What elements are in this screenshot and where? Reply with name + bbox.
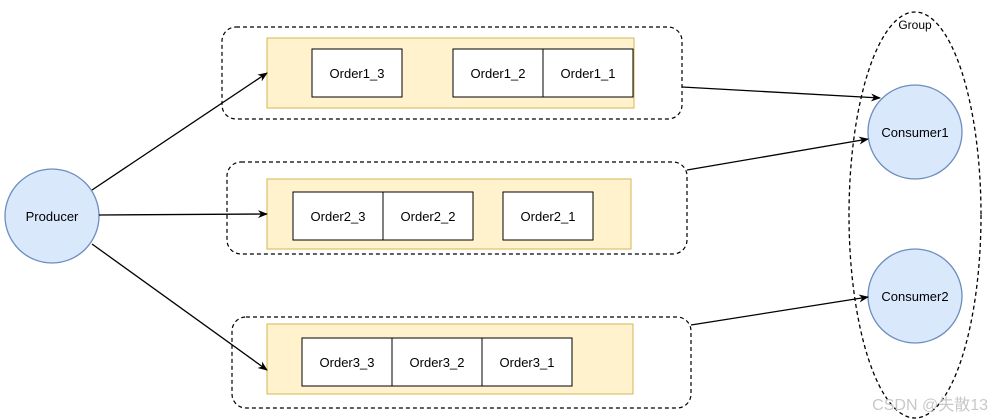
arrow-producer-to-queue-1 [91,72,268,191]
message-label: Order3_3 [320,355,375,370]
message-box [502,191,594,241]
arrow-queue-2-to-consumer-1 [686,136,869,171]
consumer-1-label: Consumer1 [881,125,948,140]
message-box [452,48,544,98]
watermark: CSDN @失散13 [872,396,988,414]
message-box [542,48,634,98]
consumer-2-label: Consumer2 [881,289,948,304]
message-box [382,191,474,241]
queue-3: Order3_3 Order3_2 Order3_1 [231,316,692,409]
consumer-group-boundary [848,11,982,419]
consumer-1-node: Consumer1 [867,84,963,180]
message-box [391,337,483,387]
queue-2-boundary [226,161,688,255]
arrow-producer-to-queue-3 [91,243,268,371]
queue-2: Order2_3 Order2_2 Order2_1 [226,161,688,255]
message-label: Order2_3 [311,209,366,224]
message-label: Order1_3 [330,66,385,81]
queue-3-boundary [231,316,692,409]
queue-1: Order1_3 Order1_2 Order1_1 [221,26,683,120]
message-label: Order3_2 [410,355,465,370]
message-box [301,337,393,387]
arrow-producer-to-queue-2 [98,210,268,219]
queue-1-boundary [221,26,683,120]
consumer-2-node: Consumer2 [867,248,963,344]
arrow-queue-1-to-consumer-1 [681,86,881,102]
message-box [481,337,573,387]
message-label: Order1_1 [561,66,616,81]
message-label: Order3_1 [500,355,555,370]
message-box [292,191,384,241]
arrow-queue-3-to-consumer-2 [690,294,869,326]
consumer-1-circle [867,84,963,180]
message-label: Order2_1 [521,209,576,224]
producer-label: Producer [26,209,79,224]
message-label: Order2_2 [401,209,456,224]
group-label: Group [898,18,932,32]
producer-circle [4,168,100,264]
message-label: Order1_2 [471,66,526,81]
producer-node: Producer [4,168,100,264]
message-box [311,48,403,98]
